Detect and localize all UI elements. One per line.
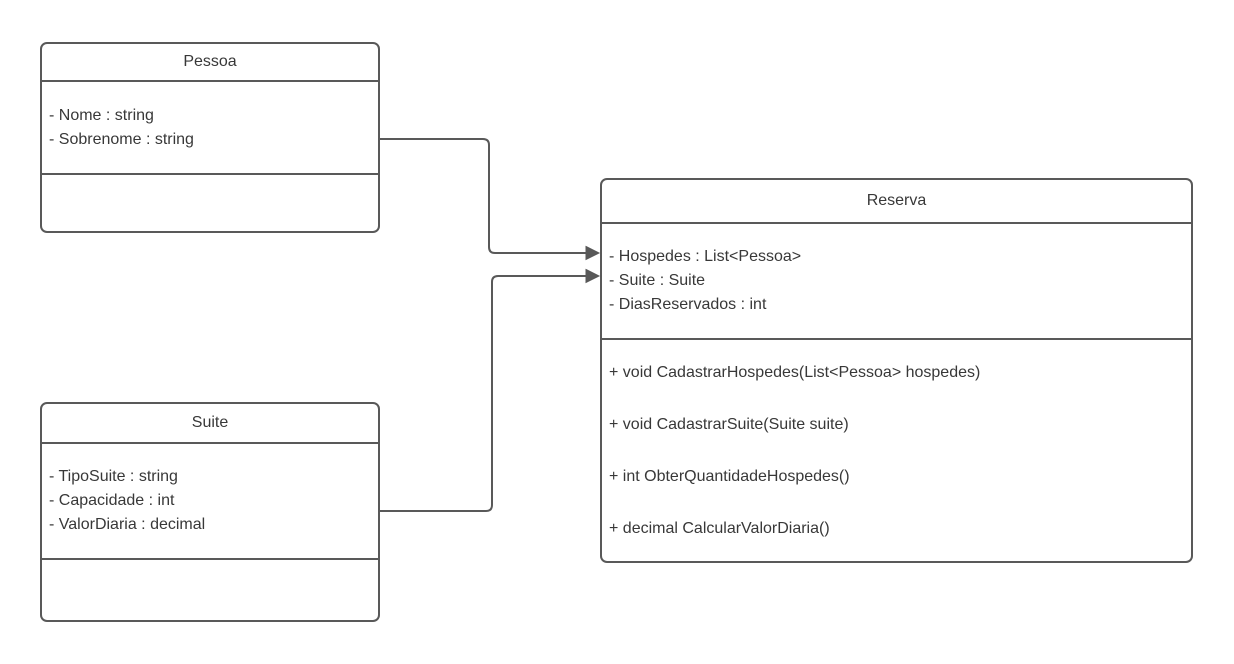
- suite-attributes-compartment: - TipoSuite : string - Capacidade : int …: [42, 442, 378, 558]
- attribute-row: - TipoSuite : string: [49, 468, 178, 485]
- attribute-row: - Capacidade : int: [49, 492, 175, 509]
- arrowhead-suite-reserva-icon: [585, 268, 601, 284]
- class-name-suite: Suite: [191, 414, 229, 431]
- arrowhead-pessoa-reserva-icon: [585, 245, 601, 261]
- pessoa-methods-compartment-empty: [42, 173, 378, 231]
- method-row: + int ObterQuantidadeHospedes(): [609, 467, 850, 485]
- attribute-row: - Suite : Suite: [609, 272, 706, 289]
- connector-suite-reserva-line[interactable]: [380, 275, 587, 512]
- connector-suite-reserva[interactable]: [380, 268, 601, 512]
- reserva-attributes-compartment: - Hospedes : List<Pessoa> - Suite : Suit…: [602, 222, 1191, 338]
- attribute-row: - Hospedes : List<Pessoa>: [609, 248, 802, 265]
- attribute-row: - DiasReservados : int: [609, 296, 767, 313]
- uml-class-pessoa[interactable]: Pessoa - Nome : string - Sobrenome : str…: [40, 42, 380, 233]
- attribute-row: - ValorDiaria : decimal: [49, 516, 206, 533]
- uml-class-reserva[interactable]: Reserva - Hospedes : List<Pessoa> - Suit…: [600, 178, 1193, 563]
- attribute-row: - Nome : string: [49, 106, 154, 124]
- connector-pessoa-reserva[interactable]: [380, 138, 601, 261]
- suite-methods-compartment-empty: [42, 558, 378, 620]
- class-name-reserva: Reserva: [866, 192, 927, 209]
- pessoa-attributes-compartment: - Nome : string - Sobrenome : string: [42, 80, 378, 173]
- attribute-row: - Sobrenome : string: [49, 130, 194, 148]
- method-row: + decimal CalcularValorDiaria(): [609, 519, 830, 537]
- method-row: + void CadastrarHospedes(List<Pessoa> ho…: [609, 363, 981, 381]
- class-name-pessoa: Pessoa: [183, 53, 237, 70]
- method-row: + void CadastrarSuite(Suite suite): [609, 415, 849, 433]
- reserva-methods-compartment: + void CadastrarHospedes(List<Pessoa> ho…: [602, 338, 1191, 561]
- uml-class-suite[interactable]: Suite - TipoSuite : string - Capacidade …: [40, 402, 380, 622]
- connector-pessoa-reserva-line[interactable]: [380, 138, 587, 254]
